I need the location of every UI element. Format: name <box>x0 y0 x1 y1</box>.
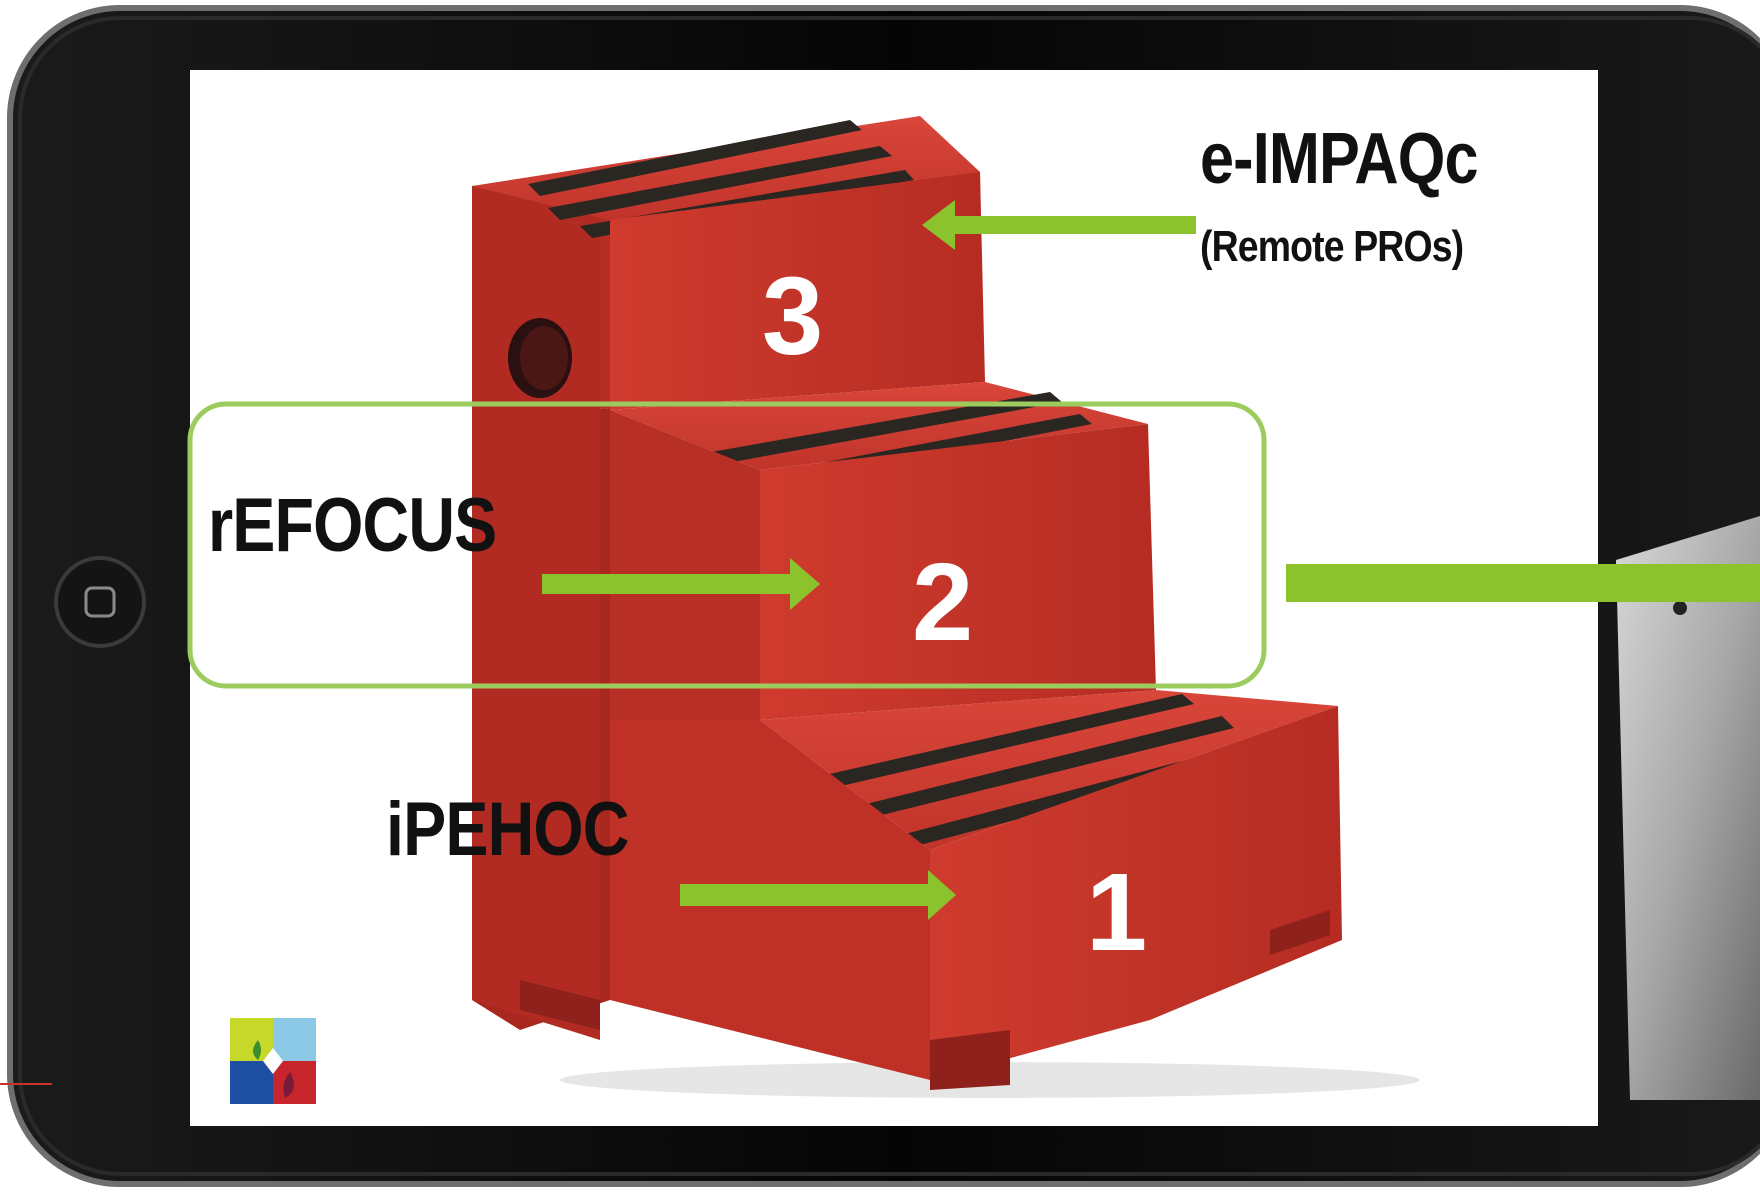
label-e-impaqc: e-IMPAQc <box>1200 119 1479 199</box>
mosaic-logo-icon <box>230 1018 316 1104</box>
arrow-bottom <box>680 870 956 920</box>
arrow-middle <box>542 558 820 610</box>
step-number-3: 3 <box>762 255 824 378</box>
home-button-icon[interactable] <box>54 556 146 648</box>
highlight-box <box>187 401 1267 689</box>
camera-dot-icon <box>1673 601 1687 615</box>
label-ipehoc: iPEHOC <box>386 787 629 872</box>
label-refocus: rEFOCUS <box>208 483 497 568</box>
step-stool <box>472 116 1420 1098</box>
screen-glare <box>1616 516 1760 1100</box>
step-number-2: 2 <box>912 541 974 664</box>
arrow-right <box>1286 564 1760 602</box>
label-remote-pros: (Remote PROs) <box>1200 222 1464 271</box>
arrow-top <box>922 200 1196 250</box>
step-number-1: 1 <box>1086 851 1148 974</box>
